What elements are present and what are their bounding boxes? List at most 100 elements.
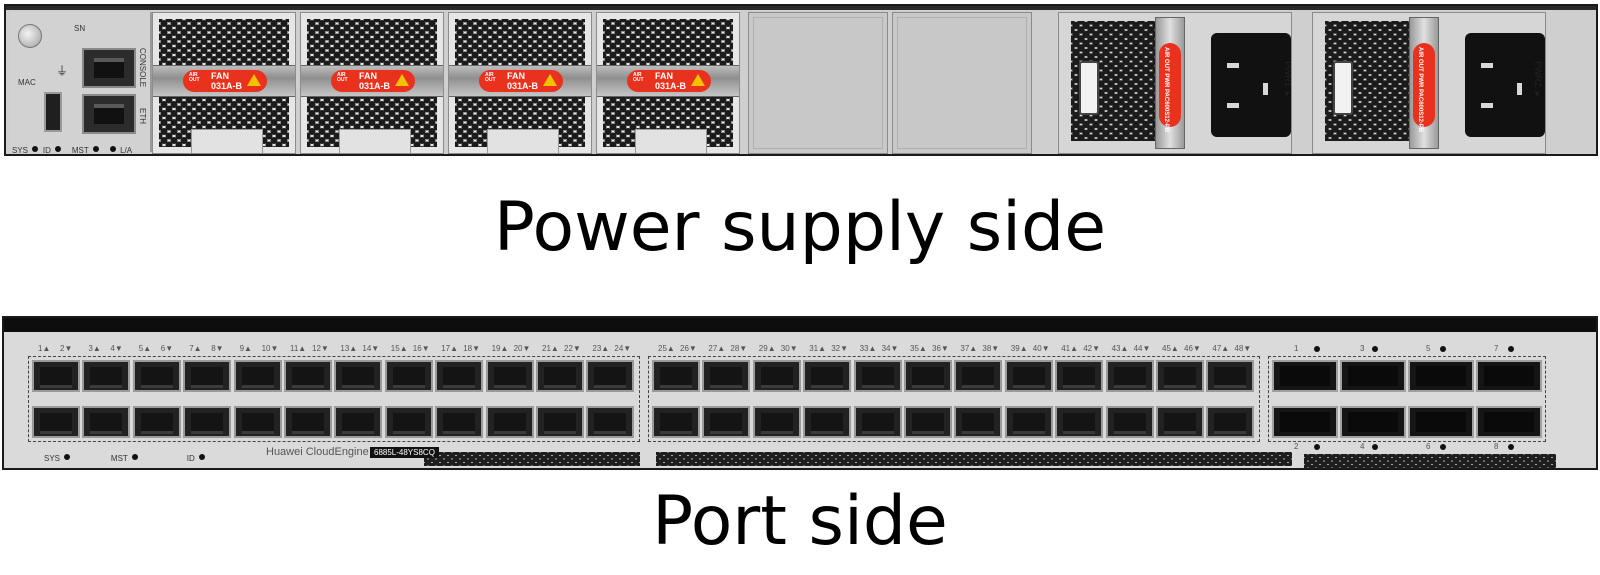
sfp-port-6[interactable] — [132, 406, 181, 438]
sys-indicator-label: SYS — [44, 454, 61, 463]
sfp-port-2[interactable] — [32, 406, 80, 438]
sfp-port-17[interactable] — [435, 360, 484, 392]
qsfp-port-3[interactable] — [1340, 360, 1406, 392]
sfp-port-18[interactable] — [435, 406, 484, 438]
sfp-port-33[interactable] — [853, 360, 902, 392]
qsfp-port-7[interactable] — [1476, 360, 1542, 392]
usb-port[interactable] — [44, 92, 62, 132]
air-out-label: AIR OUT — [189, 72, 200, 83]
sfp-port-label: 7▲ — [189, 344, 202, 353]
sfp-port-31[interactable] — [803, 360, 852, 392]
sfp-port-15[interactable] — [384, 360, 433, 392]
mst-indicator-label: MST — [71, 146, 89, 155]
sfp-port-32[interactable] — [803, 406, 852, 438]
sfp-port-4[interactable] — [82, 406, 131, 438]
console-port[interactable] — [82, 48, 136, 88]
sfp-port-35[interactable] — [904, 360, 952, 392]
sfp-port-label: 41▲ — [1061, 344, 1079, 353]
sfp-port-34[interactable] — [853, 406, 902, 438]
qsfp-port-6[interactable] — [1408, 406, 1474, 438]
fan-badge-line1: FAN — [507, 71, 525, 81]
fan-badge-line2: 031A-B — [507, 81, 539, 91]
sfp-port-8[interactable] — [183, 406, 232, 438]
sfp-port-24[interactable] — [586, 406, 635, 438]
sfp-port-label: 44▼ — [1133, 344, 1151, 353]
fan-pull-tab[interactable] — [635, 129, 707, 153]
sfp-port-42[interactable] — [1055, 406, 1104, 438]
fan-module-3[interactable]: AIR OUT FAN 031A-B — [448, 12, 592, 154]
power-supply-1[interactable]: AIR OUT PWR PAC600S12-PB PWR1 ▾ — [1058, 12, 1292, 154]
fan-pull-tab[interactable] — [487, 129, 559, 153]
la-indicator-label: L/A — [120, 146, 133, 155]
sfp-port-43[interactable] — [1105, 360, 1154, 392]
sfp-port-16[interactable] — [384, 406, 433, 438]
fan-module-2[interactable]: AIR OUT FAN 031A-B — [300, 12, 444, 154]
sfp-port-30[interactable] — [752, 406, 801, 438]
sfp-port-36[interactable] — [904, 406, 952, 438]
ac-power-socket[interactable] — [1465, 33, 1545, 137]
sfp-port-label: 20▼ — [513, 344, 531, 353]
sfp-port-44[interactable] — [1105, 406, 1154, 438]
sfp-port-28[interactable] — [702, 406, 751, 438]
sfp-port-38[interactable] — [954, 406, 1003, 438]
qsfp-port-2[interactable] — [1272, 406, 1338, 438]
ac-power-socket[interactable] — [1211, 33, 1291, 137]
fan-pull-tab[interactable] — [191, 129, 263, 153]
qsfp-led — [1440, 444, 1446, 450]
qsfp-led — [1440, 346, 1446, 352]
fan-module-4[interactable]: AIR OUT FAN 031A-B — [596, 12, 740, 154]
fan-pull-tab[interactable] — [339, 129, 411, 153]
warning-icon — [691, 74, 705, 86]
sfp-port-45[interactable] — [1156, 360, 1204, 392]
sfp-port-37[interactable] — [954, 360, 1003, 392]
qsfp-led — [1372, 444, 1378, 450]
qsfp-led — [1508, 444, 1514, 450]
qsfp-port-1[interactable] — [1272, 360, 1338, 392]
qsfp-port-5[interactable] — [1408, 360, 1474, 392]
air-out-label: AIR OUT — [337, 72, 348, 83]
fan-module-1[interactable]: AIR OUT FAN 031A-B — [152, 12, 296, 154]
sfp-port-7[interactable] — [183, 360, 232, 392]
sfp-port-12[interactable] — [284, 406, 332, 438]
qsfp-port-8[interactable] — [1476, 406, 1542, 438]
sfp-port-10[interactable] — [233, 406, 282, 438]
sfp-port-46[interactable] — [1156, 406, 1204, 438]
sfp-port-47[interactable] — [1206, 360, 1255, 392]
sfp-port-27[interactable] — [702, 360, 751, 392]
sfp-port-3[interactable] — [82, 360, 131, 392]
sfp-port-5[interactable] — [132, 360, 181, 392]
vent-perforation — [424, 452, 640, 466]
mac-label: MAC — [18, 78, 36, 87]
sfp-port-13[interactable] — [334, 360, 383, 392]
sfp-port-19[interactable] — [485, 360, 534, 392]
sfp-port-22[interactable] — [536, 406, 584, 438]
sfp-port-9[interactable] — [233, 360, 282, 392]
sfp-port-29[interactable] — [752, 360, 801, 392]
sfp-port-label: 19▲ — [491, 344, 509, 353]
sfp-port-label: 22▼ — [564, 344, 581, 353]
sfp-port-48[interactable] — [1206, 406, 1255, 438]
power-supply-2[interactable]: AIR OUT PWR PAC600S12-PB PWR2 ▾ — [1312, 12, 1546, 154]
eth-port[interactable] — [82, 94, 136, 134]
sfp-port-11[interactable] — [284, 360, 332, 392]
sfp-port-20[interactable] — [485, 406, 534, 438]
socket-pin — [1227, 63, 1239, 68]
sfp-port-39[interactable] — [1004, 360, 1053, 392]
sfp-port-14[interactable] — [334, 406, 383, 438]
sfp-port-label: 40▼ — [1032, 344, 1050, 353]
socket-pin — [1481, 63, 1493, 68]
sfp-port-40[interactable] — [1004, 406, 1053, 438]
sfp-port-26[interactable] — [652, 406, 700, 438]
psu-release-lever[interactable] — [1079, 61, 1099, 115]
sfp-port-23[interactable] — [586, 360, 635, 392]
sfp-port-label: 30▼ — [780, 344, 798, 353]
sfp-port-label: 17▲ — [441, 344, 459, 353]
sfp-port-41[interactable] — [1055, 360, 1104, 392]
qsfp-port-4[interactable] — [1340, 406, 1406, 438]
psu-release-lever[interactable] — [1333, 61, 1353, 115]
qsfp-led — [1508, 346, 1514, 352]
sys-led — [32, 145, 39, 152]
sfp-port-1[interactable] — [32, 360, 80, 392]
sfp-port-25[interactable] — [652, 360, 700, 392]
sfp-port-21[interactable] — [536, 360, 584, 392]
